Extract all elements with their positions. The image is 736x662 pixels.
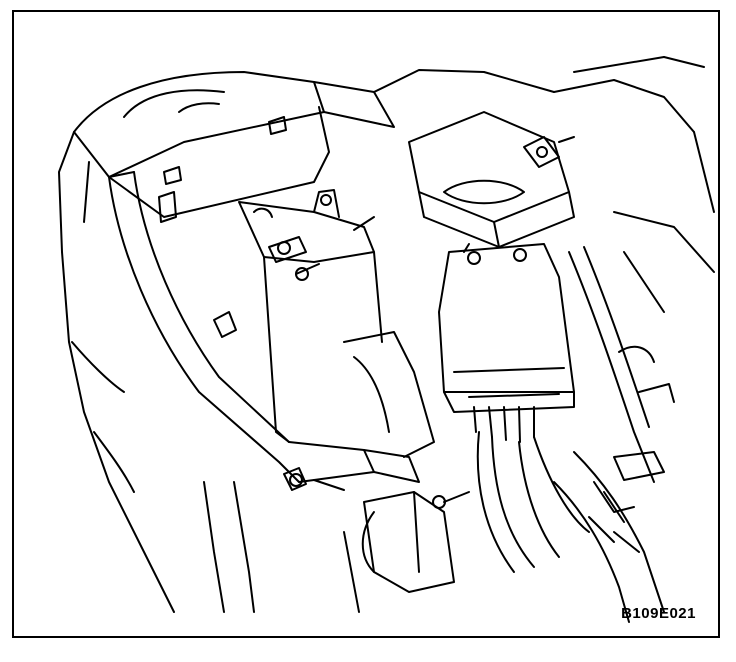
junction-block: [438, 243, 575, 443]
center-support: [238, 189, 383, 443]
right-trim: [613, 131, 715, 313]
wiring-harness: [476, 246, 675, 623]
upper-dash-panel: [73, 56, 705, 218]
reinforcement-bracket: [108, 171, 420, 491]
figure-frame: B109E021: [12, 10, 720, 638]
left-trim: [58, 131, 255, 613]
figure-code: B109E021: [621, 605, 696, 622]
lower-housing: [343, 331, 470, 613]
dashboard-bracket-illustration: [58, 56, 715, 623]
control-module: [408, 111, 575, 248]
